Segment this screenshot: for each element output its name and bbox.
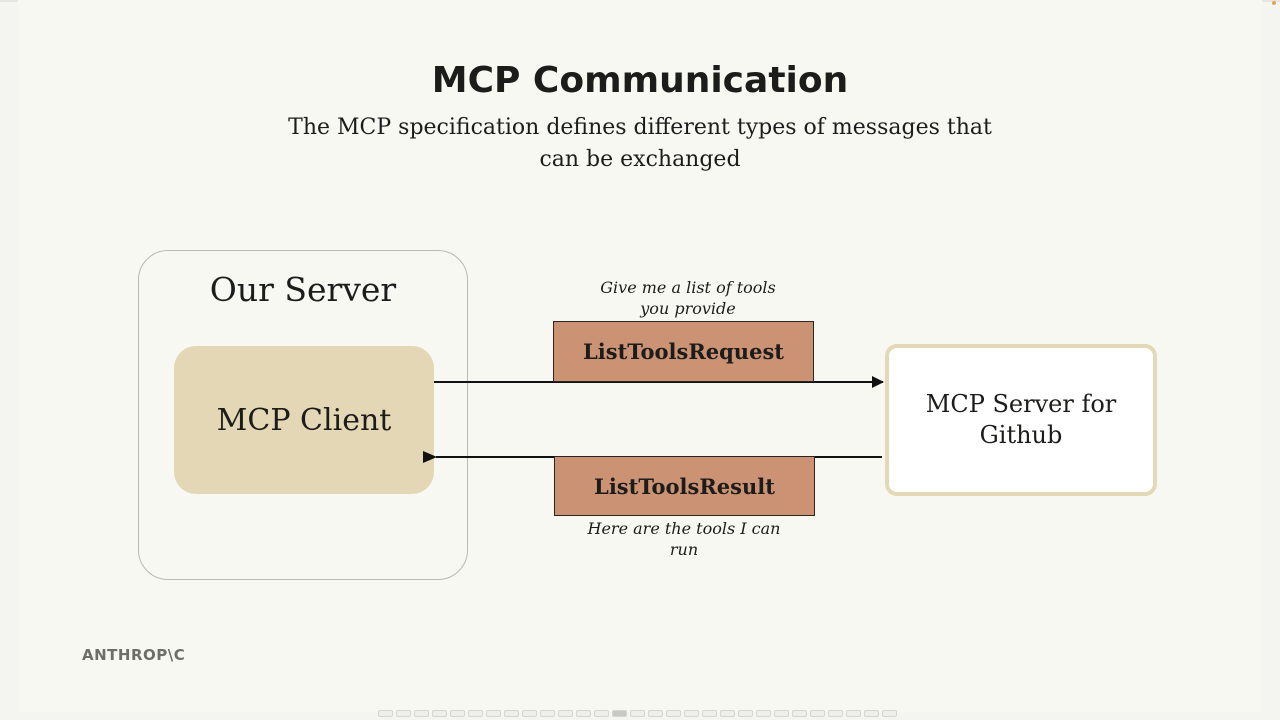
slide-thumb-24[interactable]	[792, 710, 807, 717]
slide-thumb-1[interactable]	[378, 710, 393, 717]
slide-thumb-28[interactable]	[864, 710, 879, 717]
result-note: Here are the tools I can run	[587, 519, 781, 559]
slide-thumb-14[interactable]	[612, 710, 627, 717]
our-server-label: Our Server	[209, 270, 397, 309]
slide-thumb-11[interactable]	[558, 710, 573, 717]
anthropic-logo: ANTHROP\C	[82, 646, 186, 664]
slide-thumb-23[interactable]	[774, 710, 789, 717]
our-server-container	[138, 250, 468, 580]
mcp-server-box: MCP Server for Github	[885, 344, 1157, 496]
slide-thumb-17[interactable]	[666, 710, 681, 717]
slide-pager	[378, 710, 897, 718]
slide-thumb-8[interactable]	[504, 710, 519, 717]
slide-subtitle: The MCP specification defines different …	[288, 115, 992, 172]
slide-thumb-22[interactable]	[756, 710, 771, 717]
slide-thumb-7[interactable]	[486, 710, 501, 717]
list-tools-result-box: ListToolsResult	[554, 456, 815, 516]
slide-thumb-27[interactable]	[846, 710, 861, 717]
slide-thumb-4[interactable]	[432, 710, 447, 717]
slide-thumb-2[interactable]	[396, 710, 411, 717]
mcp-client-box: MCP Client	[174, 346, 434, 494]
status-dot-icon	[1272, 1, 1276, 5]
mcp-server-label: MCP Server for Github	[925, 390, 1117, 449]
slide-thumb-12[interactable]	[576, 710, 591, 717]
slide-thumb-6[interactable]	[468, 710, 483, 717]
mcp-client-label: MCP Client	[216, 402, 392, 438]
list-tools-request-label: ListToolsRequest	[583, 339, 784, 364]
slide-thumb-5[interactable]	[450, 710, 465, 717]
slide-thumb-13[interactable]	[594, 710, 609, 717]
request-note: Give me a list of tools you provide	[600, 278, 776, 318]
slide-thumb-10[interactable]	[540, 710, 555, 717]
slide-thumb-20[interactable]	[720, 710, 735, 717]
slide-title: MCP Communication	[431, 60, 849, 101]
slide-thumb-18[interactable]	[684, 710, 699, 717]
slide-thumb-29[interactable]	[882, 710, 897, 717]
slide-thumb-26[interactable]	[828, 710, 843, 717]
slide-thumb-21[interactable]	[738, 710, 753, 717]
slide-thumb-15[interactable]	[630, 710, 645, 717]
slide-thumb-3[interactable]	[414, 710, 429, 717]
list-tools-request-box: ListToolsRequest	[553, 321, 814, 382]
slide-thumb-16[interactable]	[648, 710, 663, 717]
list-tools-result-label: ListToolsResult	[594, 473, 775, 499]
slide-thumb-19[interactable]	[702, 710, 717, 717]
slide-thumb-25[interactable]	[810, 710, 825, 717]
slide-thumb-9[interactable]	[522, 710, 537, 717]
